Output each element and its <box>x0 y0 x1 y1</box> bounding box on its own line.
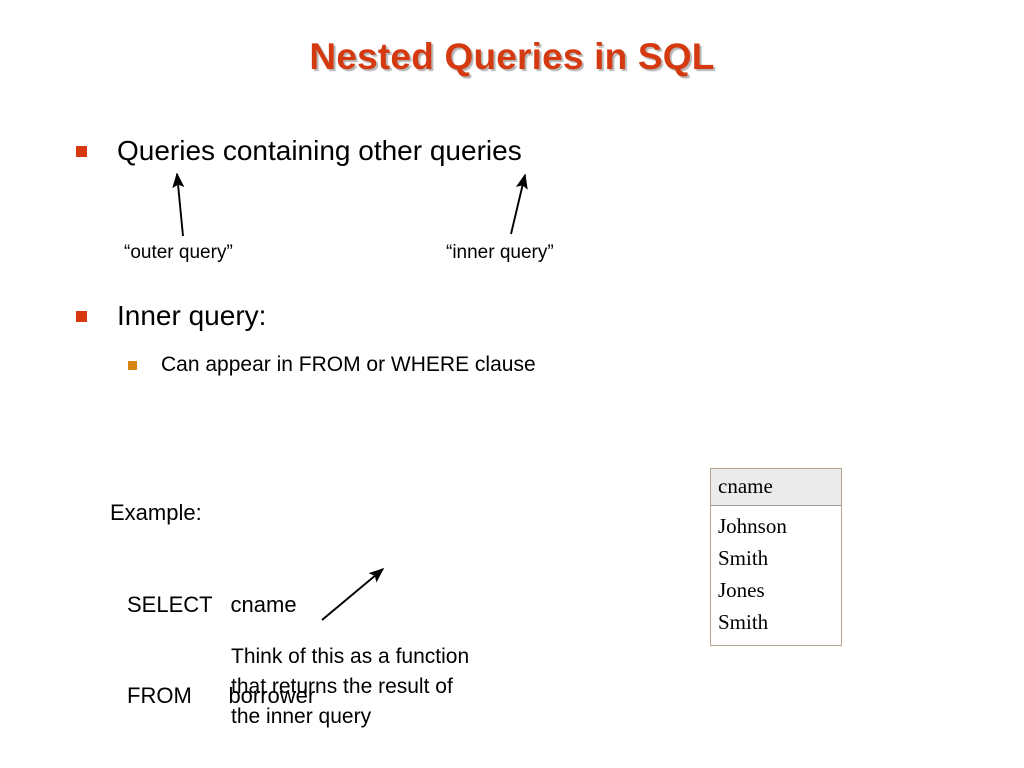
bullet-item-queries-containing-other-queries: Queries containing other queries <box>76 134 522 168</box>
footnote-annotation: Think of this as a function that returns… <box>231 642 469 732</box>
table-body: Johnson Smith Jones Smith <box>711 506 841 645</box>
footnote-line-3: the inner query <box>231 705 372 728</box>
bullet-label: Inner query: <box>117 300 267 331</box>
bullet-label: Can appear in FROM or WHERE clause <box>161 353 536 376</box>
annotation-inner-query-label: “inner query” <box>446 242 554 263</box>
arrow-outer-query-icon <box>172 172 185 237</box>
footnote-line-1: Think of this as a function <box>231 645 470 668</box>
table-row: Smith <box>718 610 769 634</box>
sql-line-from: FROM borrower <box>127 683 316 708</box>
example-label: Example: <box>110 500 202 525</box>
result-table: cname Johnson Smith Jones Smith <box>710 468 842 646</box>
arrow-inner-query-icon <box>510 173 528 235</box>
table-column-header-cname: cname <box>711 469 841 506</box>
square-bullet-icon <box>128 361 137 370</box>
example-code-block: Example: SELECT cname FROM borrower WHER… <box>110 437 510 768</box>
table-row: Smith <box>718 546 769 570</box>
square-bullet-icon <box>76 311 87 322</box>
bullet-label: Queries containing other queries <box>117 135 522 166</box>
table-row: Jones <box>718 578 765 602</box>
footnote-line-2: that returns the result of <box>231 675 453 698</box>
square-bullet-icon <box>76 146 87 157</box>
page-title: Nested Queries in SQL <box>309 36 715 77</box>
annotation-outer-query-label: “outer query” <box>124 242 233 263</box>
bullet-item-can-appear-in-from-or-where-clause: Can appear in FROM or WHERE clause <box>128 352 536 378</box>
sql-line-select: SELECT cname <box>127 591 297 617</box>
bullet-item-inner-query: Inner query: <box>76 299 266 333</box>
table-row: Johnson <box>718 514 787 538</box>
